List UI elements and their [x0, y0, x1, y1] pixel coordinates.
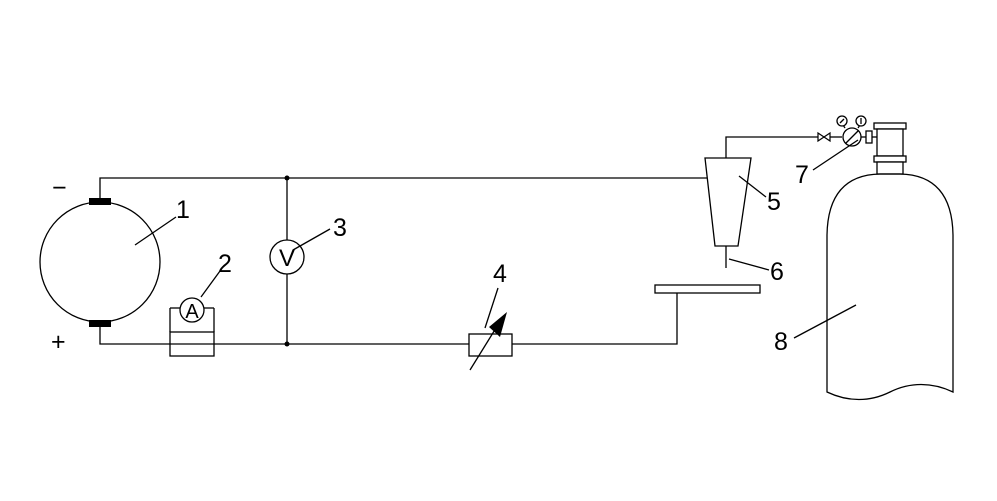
ammeter-symbol: A [185, 301, 199, 323]
leader-lines [134, 139, 859, 339]
voltmeter-symbol: V [279, 245, 295, 272]
label-3: 3 [333, 214, 347, 242]
positive-polarity-label: + [51, 328, 66, 356]
voltmeter: V [269, 239, 305, 275]
label-2: 2 [218, 250, 232, 278]
variable-resistor [468, 312, 513, 371]
welding-torch [704, 136, 818, 247]
label-7: 7 [795, 161, 809, 189]
circuit-wires [99, 175, 708, 347]
label-4: 4 [493, 260, 507, 288]
workpiece [654, 284, 761, 294]
label-6: 6 [770, 258, 784, 286]
negative-polarity-label: − [52, 174, 67, 202]
generator [39, 198, 161, 327]
gas-regulator [817, 115, 877, 147]
gas-cylinder [826, 122, 954, 401]
label-1: 1 [176, 196, 190, 224]
label-5: 5 [767, 188, 781, 216]
ammeter: A [169, 297, 215, 357]
label-8: 8 [774, 328, 788, 356]
